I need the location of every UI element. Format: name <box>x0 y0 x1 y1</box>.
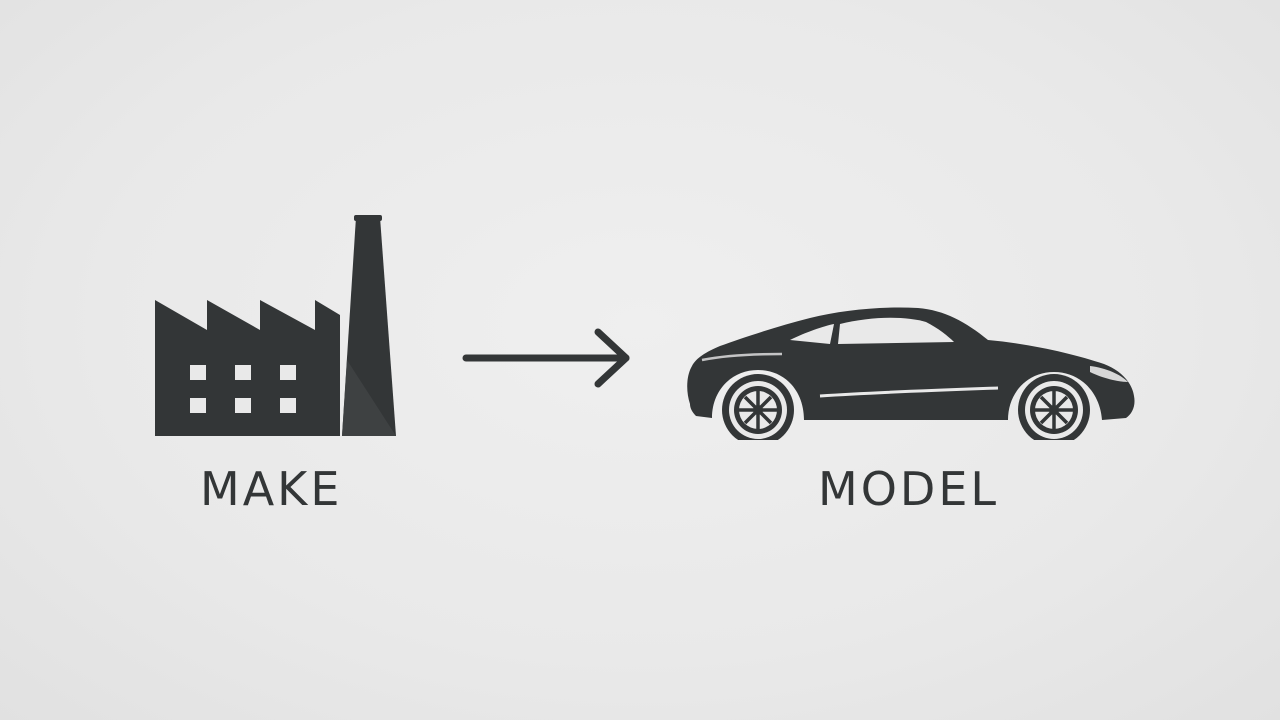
car-window-front <box>838 317 954 344</box>
arrow-right-icon <box>462 328 630 388</box>
car-wheel-front <box>1018 374 1090 440</box>
car-icon <box>687 307 1135 440</box>
factory-windows <box>190 365 296 413</box>
model-label: MODEL <box>818 462 1000 516</box>
car-wheel-rear <box>722 374 794 440</box>
car-window-rear <box>790 324 834 344</box>
make-label: MAKE <box>200 462 343 516</box>
car-body <box>687 307 1135 420</box>
factory-icon <box>155 215 396 436</box>
